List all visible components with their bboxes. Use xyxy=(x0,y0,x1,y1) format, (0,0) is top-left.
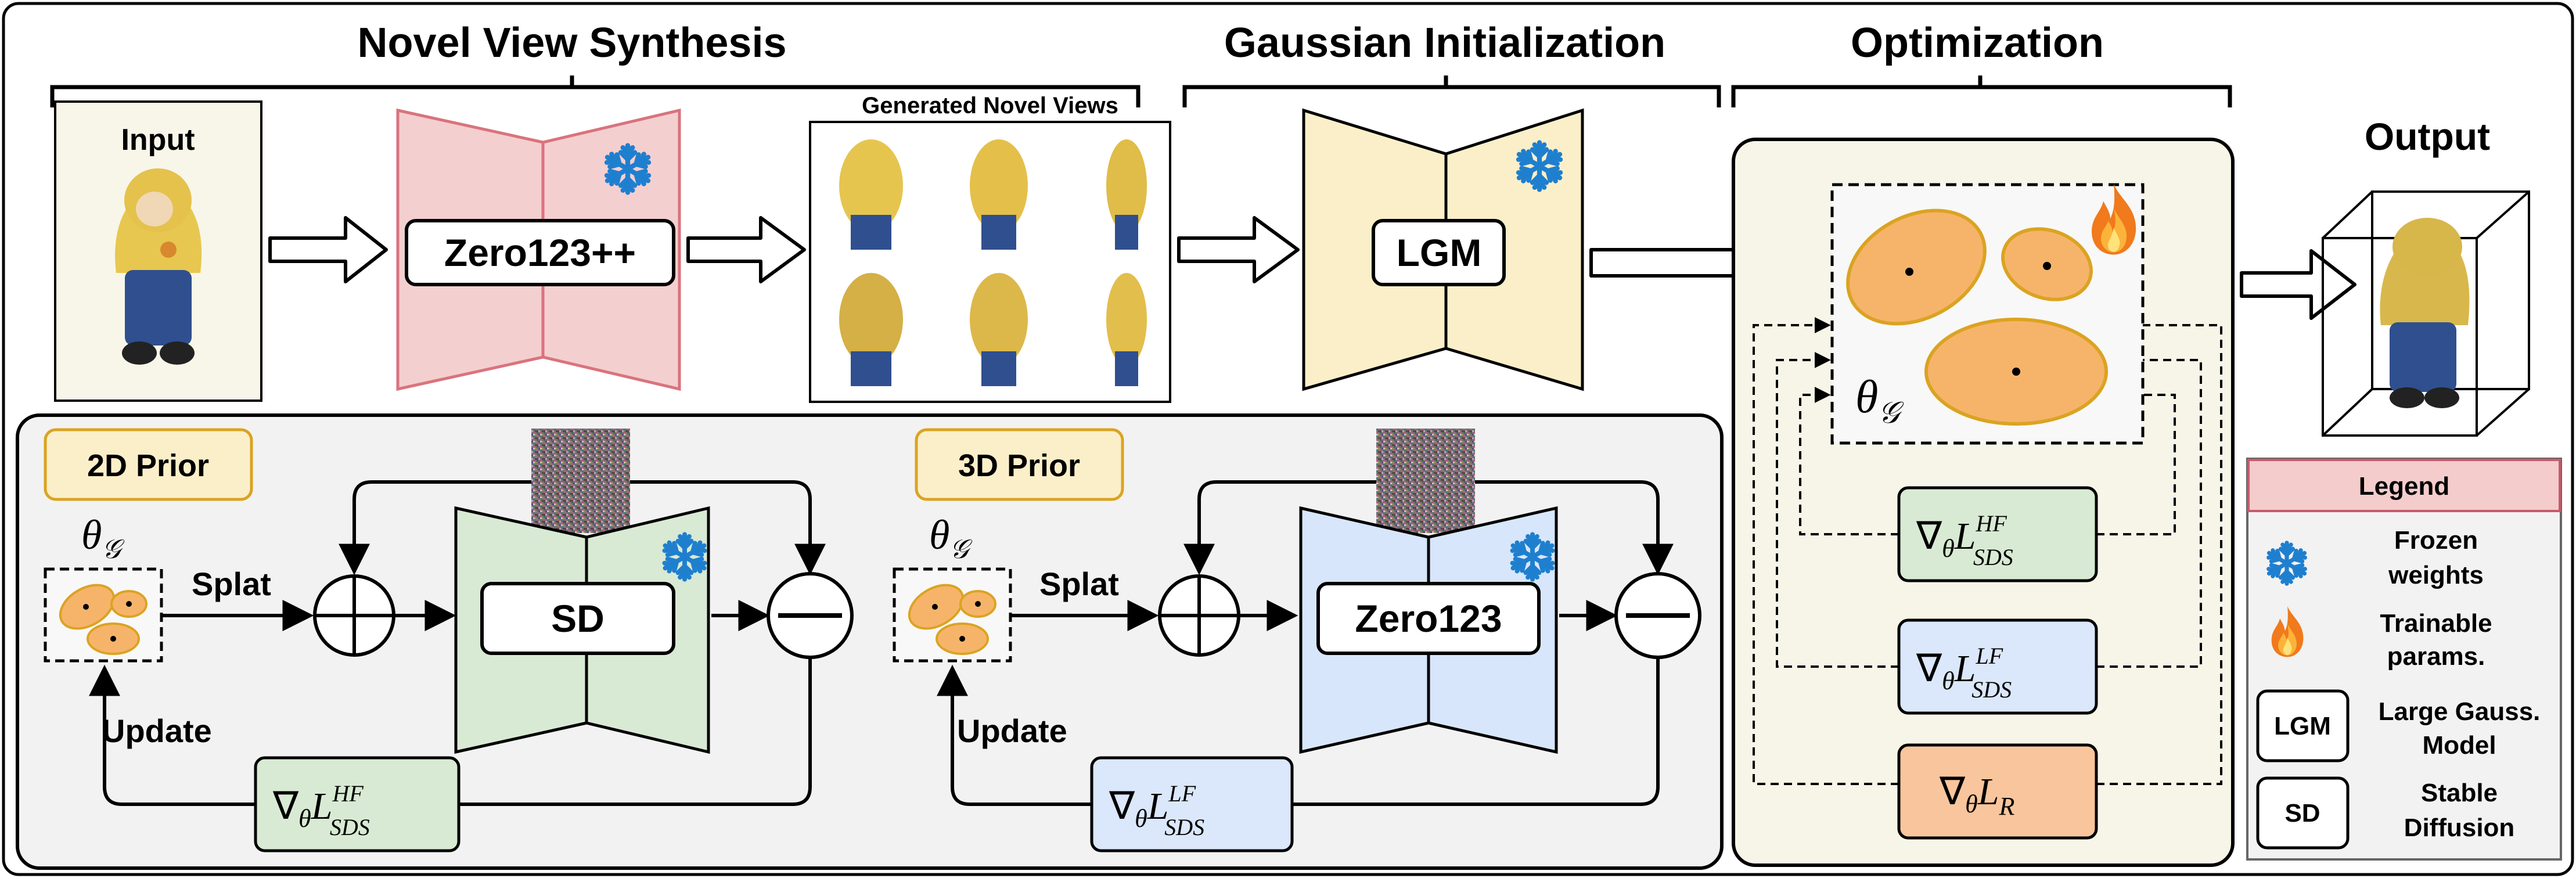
prior-3d-feedback-line xyxy=(1292,657,1660,806)
prior-3d-update-line xyxy=(937,664,1092,806)
zero123pp-label: Zero123++ xyxy=(444,231,636,274)
section-title-gaussian-initialization: Gaussian Initialization xyxy=(1224,20,1665,66)
generated-views-label: Generated Novel Views xyxy=(862,93,1118,118)
prior-3d-group: 3D Prior θ𝒢 Splat Zero123 xyxy=(893,428,1701,852)
gaussian-ellipses xyxy=(1846,208,2108,426)
view-thumbnail xyxy=(839,139,903,250)
arrow-zero123pp-to-views xyxy=(686,216,806,283)
prior-3d-title-box xyxy=(915,428,1124,501)
lgm-label: LGM xyxy=(1397,231,1482,274)
arrow-input-to-zero123pp xyxy=(268,216,388,283)
view-thumbnail xyxy=(1106,273,1147,386)
view-thumbnail xyxy=(970,273,1028,386)
brace-gaussian-initialization xyxy=(1182,75,1721,107)
output-cube: Output xyxy=(2322,115,2530,437)
prior-3d-update-label: Update xyxy=(957,713,1067,749)
legend-sd-line2: Diffusion xyxy=(2404,814,2515,842)
prior-3d-splat-label: Splat xyxy=(1039,566,1119,602)
generated-views-panel: Generated Novel Views xyxy=(809,93,1171,403)
prior-2d-feedback-line xyxy=(459,657,812,806)
output-label: Output xyxy=(2365,115,2490,158)
legend-lgm-line1: Large Gauss. xyxy=(2379,697,2541,726)
legend-panel: Legend Frozen weights Trainable params. … xyxy=(2246,458,2562,861)
prior-2d-group: 2D Prior θ𝒢 Splat SD xyxy=(44,428,854,852)
gradient-feedback-lines xyxy=(1753,317,2222,785)
noise-to-add-connector xyxy=(1183,480,1376,575)
sd-label: SD xyxy=(551,597,605,640)
zero123-label: Zero123 xyxy=(1355,597,1502,640)
legend-lgm-box xyxy=(2256,689,2350,762)
prior-3d-gaussians xyxy=(908,584,996,655)
noise-to-subtract-connector xyxy=(630,480,826,575)
loss-r-label: ∇θLR xyxy=(1939,771,2015,821)
input-image-panel: Input xyxy=(54,100,262,402)
noise-to-add-connector xyxy=(339,480,531,575)
legend-title: Legend xyxy=(2359,472,2449,501)
prior-2d-title: 2D Prior xyxy=(87,448,209,483)
legend-sd-box xyxy=(2256,776,2350,850)
legend-frozen-line2: weights xyxy=(2388,561,2484,589)
legend-lgm-line2: Model xyxy=(2422,731,2496,760)
loss-r-box xyxy=(1897,743,2098,840)
arrow-views-to-lgm xyxy=(1177,216,1300,283)
input-label: Input xyxy=(121,123,195,157)
noise-image xyxy=(531,429,630,533)
prior-2d-splat-label: Splat xyxy=(192,566,271,602)
brace-novel-view-synthesis xyxy=(50,75,1141,107)
view-thumbnail xyxy=(839,273,903,386)
legend-trainable-line1: Trainable xyxy=(2380,609,2492,638)
prior-2d-update-line xyxy=(89,664,256,806)
zero123pp-module: Zero123++ xyxy=(396,108,681,391)
legend-frozen-line1: Frozen xyxy=(2394,526,2478,555)
section-title-novel-view-synthesis: Novel View Synthesis xyxy=(358,20,787,66)
legend-trainable-line2: params. xyxy=(2387,642,2485,671)
lgm-module: LGM xyxy=(1302,108,1584,391)
zero123-module: Zero123 xyxy=(1299,506,1558,754)
output-character-figure xyxy=(2380,218,2470,408)
noise-to-subtract-connector xyxy=(1475,480,1674,575)
section-title-optimization: Optimization xyxy=(1851,20,2104,66)
arrow-optimization-to-output xyxy=(2240,249,2356,320)
prior-panel xyxy=(16,413,1724,870)
brace-optimization xyxy=(1731,75,2232,107)
legend-sd-line1: Stable xyxy=(2421,779,2498,807)
prior-3d-theta: θ𝒢 xyxy=(929,512,973,564)
legend-header xyxy=(2247,459,2561,512)
view-thumbnail xyxy=(1106,139,1147,250)
legend-lgm-box-label: LGM xyxy=(2274,712,2331,740)
prior-2d-gaussians xyxy=(59,584,147,655)
prior-2d-title-box xyxy=(44,428,253,501)
legend-sd-box-label: SD xyxy=(2284,799,2320,827)
prior-3d-title: 3D Prior xyxy=(958,448,1080,483)
view-thumbnail xyxy=(970,139,1028,250)
noise-image xyxy=(1376,429,1475,533)
input-character-figure xyxy=(115,168,202,365)
prior-2d-update-label: Update xyxy=(102,713,212,749)
sd-module: SD xyxy=(454,506,710,754)
